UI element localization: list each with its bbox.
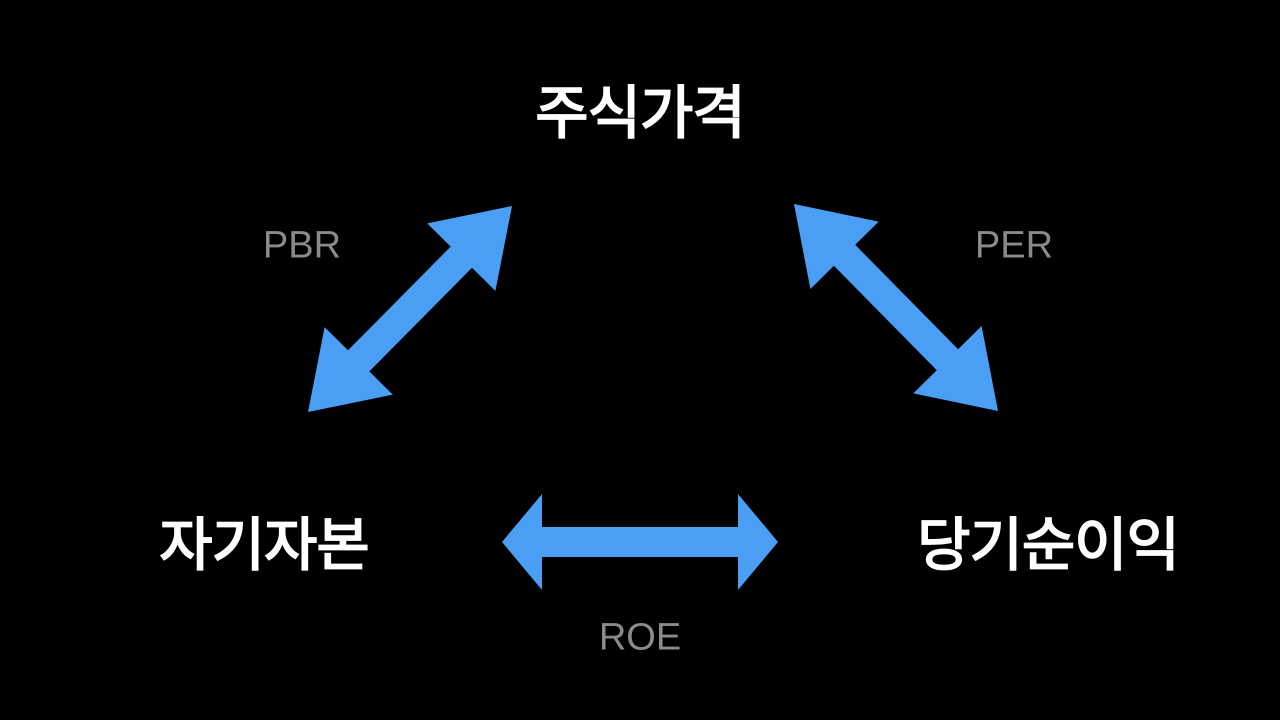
node-equity: 자기자본 [159, 511, 369, 579]
node-stock-price: 주식가격 [535, 79, 745, 147]
node-net-income: 당기순이익 [917, 511, 1180, 579]
relation-label-roe: ROE [598, 616, 682, 659]
roe-double-arrow [502, 494, 778, 590]
per-double-arrow [794, 204, 998, 411]
relation-label-pbr: PBR [262, 224, 342, 267]
pbr-double-arrow [308, 206, 512, 412]
relation-label-per: PER [974, 224, 1054, 267]
